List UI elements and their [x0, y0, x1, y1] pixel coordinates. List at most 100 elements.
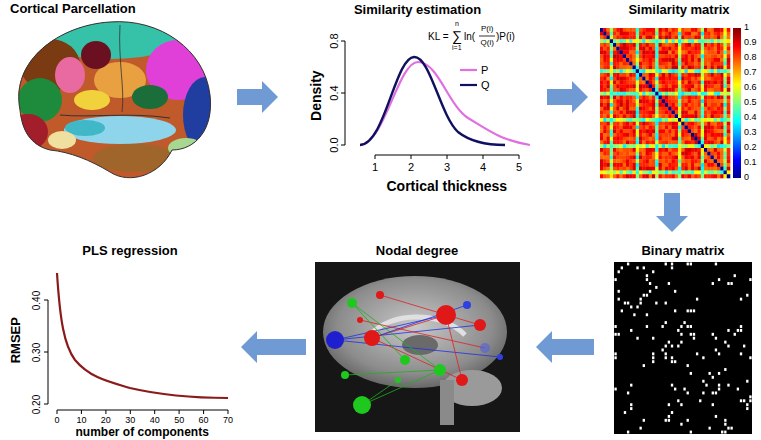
heatmap-cell: [626, 159, 630, 163]
heatmap-cell: [610, 167, 614, 171]
heatmap-cell: [672, 88, 676, 92]
heatmap-cell: [652, 122, 656, 126]
heatmap-cell: [685, 156, 689, 160]
nodal-degree-brain-part: [335, 295, 500, 405]
heatmap-cell: [704, 174, 708, 178]
heatmap-cell: [668, 58, 672, 62]
heatmap-cell: [623, 118, 627, 122]
heatmap-cell: [698, 77, 702, 81]
heatmap-cell: [616, 58, 620, 62]
heatmap-cell: [626, 107, 630, 111]
heatmap-cell: [720, 28, 724, 32]
heatmap-cell: [620, 36, 624, 40]
heatmap-cell: [603, 126, 607, 130]
heatmap-cell: [646, 84, 650, 88]
heatmap-cell: [727, 167, 731, 171]
heatmap-cell: [678, 54, 682, 58]
heatmap-cell: [636, 62, 640, 66]
heatmap-cell: [701, 103, 705, 107]
heatmap-cell: [694, 122, 698, 126]
heatmap-cell: [652, 133, 656, 137]
heatmap-cell: [701, 43, 705, 47]
heatmap-cell: [613, 73, 617, 77]
heatmap-cell: [714, 167, 718, 171]
heatmap-cell: [633, 148, 637, 152]
heatmap-cell: [616, 69, 620, 73]
heatmap-cell: [600, 28, 604, 32]
heatmap-cell: [668, 107, 672, 111]
heatmap-cell: [707, 43, 711, 47]
heatmap-cell: [727, 58, 731, 62]
heatmap-cell: [711, 111, 715, 115]
heatmap-cell: [655, 58, 659, 62]
heatmap-cell: [626, 66, 630, 70]
heatmap-cell: [668, 99, 672, 103]
heatmap-cell: [642, 28, 646, 32]
heatmap-cell: [623, 99, 627, 103]
matrix-dot: [618, 290, 620, 293]
heatmap-cell: [685, 92, 689, 96]
heatmap-cell: [665, 137, 669, 141]
heatmap-cell: [678, 133, 682, 137]
heatmap-cell: [633, 32, 637, 36]
heatmap-cell: [649, 51, 653, 55]
heatmap-cell: [727, 81, 731, 85]
heatmap-cell: [694, 69, 698, 73]
heatmap-cell: [711, 88, 715, 92]
heatmap-cell: [665, 54, 669, 58]
heatmap-cell: [688, 107, 692, 111]
heatmap-cell: [694, 156, 698, 160]
heatmap-cell: [642, 43, 646, 47]
heatmap-cell: [707, 96, 711, 100]
heatmap-cell: [655, 62, 659, 66]
heatmap-cell: [636, 81, 640, 85]
heatmap-cell: [711, 163, 715, 167]
heatmap-cell: [623, 174, 627, 178]
matrix-dot: [643, 294, 645, 297]
heatmap-cell: [668, 152, 672, 156]
heatmap-cell: [717, 47, 721, 51]
matrix-dot: [749, 395, 751, 398]
heatmap-cell: [688, 126, 692, 130]
heatmap-cell: [629, 99, 633, 103]
heatmap-cell: [704, 54, 708, 58]
heatmap-cell: [685, 122, 689, 126]
heatmap-cell: [659, 171, 663, 175]
heatmap-cell: [659, 36, 663, 40]
heatmap-cell: [694, 36, 698, 40]
matrix-dot: [746, 380, 748, 383]
heatmap-cell: [714, 39, 718, 43]
heatmap-cell: [727, 47, 731, 51]
density-plot-part: [519, 155, 520, 159]
heatmap-cell: [629, 152, 633, 156]
heatmap-cell: [646, 118, 650, 122]
heatmap-cell: [714, 54, 718, 58]
heatmap-cell: [603, 148, 607, 152]
heatmap-cell: [701, 137, 705, 141]
heatmap-cell: [629, 122, 633, 126]
heatmap-cell: [691, 47, 695, 51]
matrix-dot: [687, 309, 689, 312]
heatmap-cell: [659, 69, 663, 73]
heatmap-cell: [707, 111, 711, 115]
heatmap-cell: [724, 152, 728, 156]
heatmap-cell: [600, 163, 604, 167]
nodal-degree-brain: [315, 262, 520, 432]
heatmap-cell: [672, 58, 676, 62]
heatmap-cell: [610, 137, 614, 141]
heatmap-cell: [717, 43, 721, 47]
heatmap-cell: [642, 77, 646, 81]
heatmap-cell: [659, 99, 663, 103]
heatmap-cell: [642, 58, 646, 62]
heatmap-cell: [665, 58, 669, 62]
heatmap-cell: [636, 103, 640, 107]
heatmap-cell: [694, 141, 698, 145]
axis-label: 0.9: [744, 38, 757, 48]
heatmap-cell: [727, 152, 731, 156]
heatmap-cell: [704, 114, 708, 118]
heatmap-cell: [691, 171, 695, 175]
heatmap-cell: [623, 152, 627, 156]
heatmap-cell: [698, 47, 702, 51]
heatmap-cell: [724, 129, 728, 133]
